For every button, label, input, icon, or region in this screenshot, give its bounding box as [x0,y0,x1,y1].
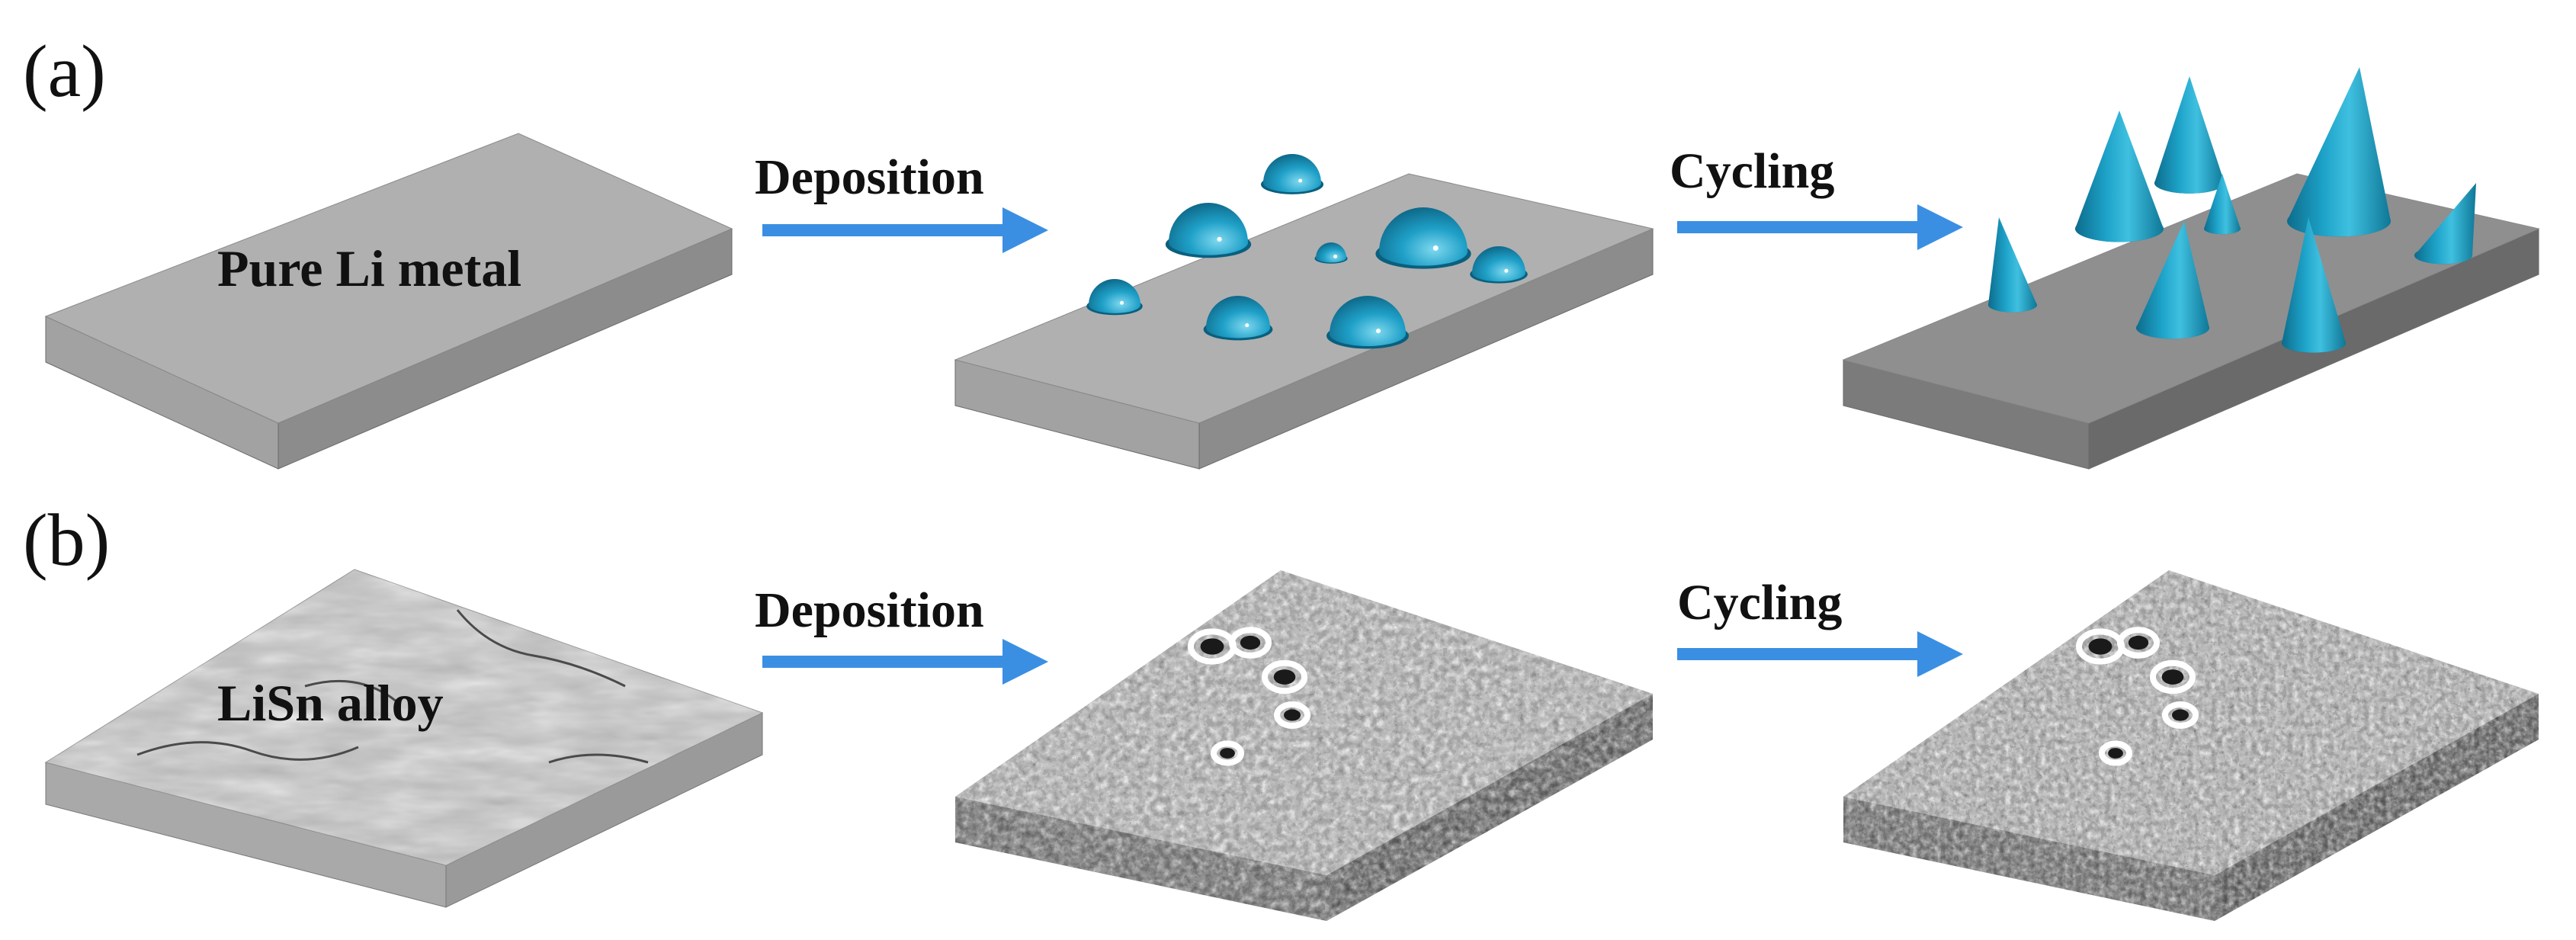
cycling-arrow-b-head [1917,631,1963,677]
pure-li-plate-top-face [44,133,733,424]
li-deposit-dome [1089,279,1140,313]
li-dendrite-4 [2204,174,2241,235]
deposition-arrow-a-head [1002,207,1048,253]
cycled-alloy-plate [1843,570,2539,921]
deposited-alloy-plate-crater-3 [1262,659,1307,695]
deposition-arrow-a-shaft [762,224,1006,236]
deposition-arrow-a [762,207,1048,253]
li-deposit-dome [1472,246,1525,282]
li-dendrite-cone [2075,111,2164,242]
deposited-alloy-plate-crater-pit-5 [1220,748,1235,759]
li-dendrite-2 [2154,76,2225,194]
li-dendrite-cone [1988,217,2037,313]
li-deposit-highlight [1217,236,1222,242]
deposited-alloy-plate-crater-pit-1 [1200,638,1224,655]
li-deposit-highlight [1120,300,1124,305]
li-dendrite-5 [1988,217,2037,313]
li-metal-plate-label: Pure Li metal [217,239,522,297]
li-deposit-2 [1165,203,1252,258]
lisn-alloy-plate-label: LiSn alloy [217,674,444,732]
cycled-alloy-plate-crater-pit-1 [2088,638,2112,655]
li-deposit-7 [1203,296,1273,341]
deposition-label-a: Deposition [755,149,984,205]
deposited-alloy-plate-crater-pit-4 [1284,709,1301,721]
cycling-arrow-b [1677,631,1963,677]
li-deposit-dome [1263,154,1321,193]
cycled-alloy-plate-crater-pit-4 [2172,709,2189,721]
li-dendrite-7 [2282,217,2346,353]
li-dendrite-cone [2136,221,2209,339]
li-deposit-dome [1316,242,1346,263]
deposition-label-b: Deposition [755,582,984,638]
li-deposit-highlight [1298,178,1303,183]
li-dendrite-1 [2075,111,2164,242]
cycled-alloy-plate-crater-4 [2162,701,2199,729]
deposited-alloy-plate [955,570,1653,921]
deposition-arrow-b [762,639,1048,685]
li-deposit-highlight [1432,245,1439,251]
cycled-alloy-plate-crater-2 [2117,627,2160,659]
deposited-alloy-plate-crater-2 [1229,627,1272,659]
li-dendrite-cone [2287,67,2391,237]
deposited-alloy-plate-crater-5 [1211,740,1244,766]
deposited-alloy-plate-crater-4 [1274,701,1310,729]
pure-li-plate [44,133,733,470]
cycled-alloy-plate-crater-3 [2150,659,2196,695]
li-dendrite-cone [2154,76,2225,194]
li-dendrite-cone [2204,174,2241,235]
li-deposit-5 [1470,246,1528,284]
lisn-alloy-crack-3 [304,679,397,703]
cycled-alloy-plate-crater-pit-2 [2128,635,2149,650]
deposited-alloy-plate-crater-pit-3 [1273,669,1296,685]
li-deposit-highlight [1504,268,1509,273]
li-deposit-dome [1330,296,1406,346]
li-deposit-1 [1260,154,1324,194]
cycling-label-a: Cycling [1670,143,1835,199]
li-deposit-4 [1375,207,1471,269]
deposited-li-plate-top-face [954,173,1654,424]
li-deposit-highlight [1333,254,1338,258]
li-deposit-6 [1086,279,1143,316]
li-deposit-highlight [1376,329,1381,333]
panel-label-b: (b) [23,499,111,582]
cycled-alloy-plate-crater-5 [2099,740,2132,766]
lisn-alloy-crack-2 [456,609,626,688]
li-deposit-dome [1169,203,1248,255]
cycling-arrow-a-shaft [1677,221,1921,233]
li-dendrite-6 [2136,221,2209,339]
li-dendrite-cone [2282,217,2346,353]
li-deposit-3 [1314,242,1348,264]
lisn-alloy-plate [44,569,764,908]
cycled-alloy-plate-crater-pit-3 [2161,669,2184,685]
cycling-arrow-a-head [1917,204,1963,250]
cycling-arrow-a [1677,204,1963,250]
li-deposit-dome [1379,207,1468,266]
li-deposit-8 [1326,296,1409,349]
deposition-arrow-b-shaft [762,656,1006,668]
lisn-alloy-crack-1 [136,741,359,761]
li-dendrite-cone [2414,183,2476,265]
deposited-li-plate [954,173,1654,470]
deposition-arrow-b-head [1002,639,1048,685]
deposited-alloy-plate-crater-pit-2 [1240,635,1261,650]
cycled-alloy-plate-crater-pit-5 [2108,748,2123,759]
li-deposit-highlight [1245,323,1250,328]
li-dendrite-8 [2414,183,2476,265]
cycling-arrow-b-shaft [1677,648,1921,660]
lisn-alloy-crack-4 [548,753,649,764]
cycling-label-b: Cycling [1677,575,1843,630]
panel-label-a: (a) [23,30,106,113]
li-dendrite-3 [2287,67,2391,237]
li-deposit-dome [1206,296,1270,338]
